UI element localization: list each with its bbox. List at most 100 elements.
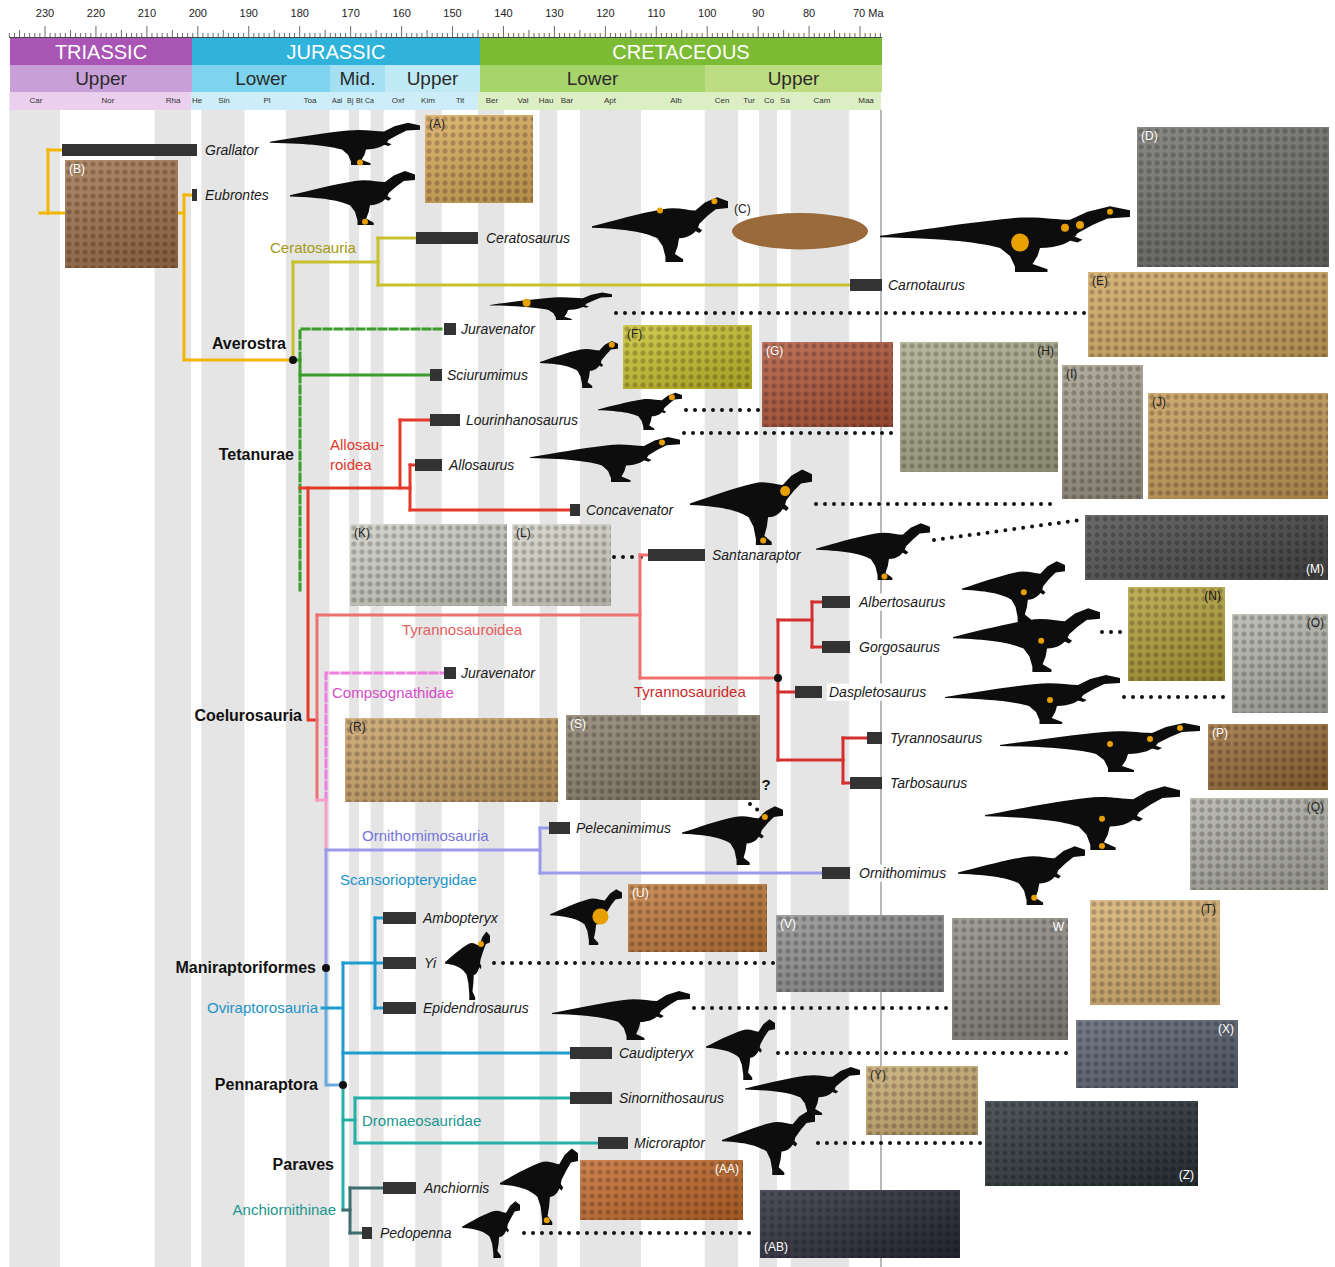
ruler-tick <box>508 33 509 37</box>
tree-branch <box>640 677 778 680</box>
panel-letter: (C) <box>734 203 751 217</box>
integument-mark <box>1038 638 1044 644</box>
ruler-tick <box>819 33 820 37</box>
panel-letter: (F) <box>627 328 642 342</box>
ruler-tick <box>70 30 71 37</box>
silhouette-body <box>985 786 1180 850</box>
ruler-tick <box>605 26 606 37</box>
dinosaur-silhouette <box>880 206 1130 272</box>
stage-stripes <box>9 92 881 1267</box>
tree-branch <box>355 1142 598 1145</box>
ruler-tick <box>854 33 855 37</box>
taxon-name: Lourinhanosaurus <box>466 412 578 429</box>
ruler-tick <box>661 33 662 37</box>
photo-panel: (P) <box>1208 724 1328 790</box>
ruler-tick <box>50 33 51 37</box>
tick-label: 230 <box>36 7 54 20</box>
ruler-tick <box>488 33 489 37</box>
ruler-tick <box>85 33 86 37</box>
taxon-name: Pelecanimimus <box>576 820 671 837</box>
photo-panel: (X) <box>1076 1020 1238 1088</box>
tree-branch <box>343 962 375 965</box>
ruler-tick <box>691 33 692 37</box>
taxon-name: Juravenator <box>461 321 535 338</box>
photo-panel: (C) <box>730 200 870 252</box>
silhouette-body <box>540 341 618 388</box>
panel-letter: W <box>1053 921 1064 935</box>
tree-branch <box>326 849 540 852</box>
ruler-tick <box>630 30 631 37</box>
dinosaur-silhouette <box>550 889 622 945</box>
clade-node-dot <box>339 1081 347 1089</box>
taxon-name: Ambopteryx <box>423 910 498 927</box>
tree-branch <box>778 619 812 622</box>
range-bar <box>822 641 850 653</box>
stage-strip <box>777 92 791 110</box>
silhouette-body <box>745 1067 860 1115</box>
stage-strip <box>580 92 642 110</box>
ruler-tick <box>182 33 183 37</box>
ruler-tick <box>416 33 417 37</box>
tree-branch <box>184 359 293 362</box>
silhouette-body <box>706 1019 775 1080</box>
ruler-tick <box>493 33 494 37</box>
ruler-tick <box>702 33 703 37</box>
ruler-tick <box>274 30 275 37</box>
panel-letter: (O) <box>1307 617 1324 631</box>
ruler-tick <box>381 33 382 37</box>
stage-strip <box>245 92 287 110</box>
integument-mark <box>1021 589 1027 595</box>
panel-letter: (Y) <box>870 1069 886 1083</box>
stage-label: Cam <box>814 96 831 106</box>
silhouette-body <box>552 991 690 1040</box>
ruler-tick <box>411 33 412 37</box>
tree-branch <box>299 375 302 590</box>
tick-label: 150 <box>443 7 461 20</box>
range-bar <box>850 279 882 291</box>
ruler-tick <box>248 26 249 37</box>
tree-branch <box>350 1187 383 1190</box>
taxon-name: Pedopenna <box>380 1225 452 1242</box>
ruler-tick <box>121 30 122 37</box>
clade-name: Compsognathidae <box>332 684 454 702</box>
ruler-tick <box>396 33 397 37</box>
ruler-tick <box>101 33 102 37</box>
ruler-tick <box>116 33 117 37</box>
period-band: JURASSIC <box>192 38 480 65</box>
ruler-tick <box>727 33 728 37</box>
stage-label: Alb <box>670 96 682 106</box>
range-bar <box>822 867 850 879</box>
dinosaur-silhouette <box>530 437 680 482</box>
ruler-tick <box>457 33 458 37</box>
ruler-tick <box>860 26 861 37</box>
stage-label: Tur <box>743 96 755 106</box>
stage-label: Maa <box>858 96 874 106</box>
ruler-tick <box>651 33 652 37</box>
photo-panel: (H) <box>900 342 1058 472</box>
tree-branch <box>399 420 402 488</box>
dinosaur-silhouette <box>490 293 612 320</box>
band-label: Upper <box>75 68 127 90</box>
photo-panel: (I) <box>1062 365 1143 499</box>
dinosaur-silhouette <box>706 1019 775 1080</box>
integument-mark <box>592 909 608 925</box>
ruler-tick <box>747 33 748 37</box>
clade-name: Tyrannosauridea <box>634 683 746 701</box>
tree-branch <box>322 1007 341 1010</box>
tree-branch <box>293 261 378 264</box>
ruler-tick <box>208 33 209 37</box>
ruler-tick <box>406 33 407 37</box>
epoch-band: Mid. <box>330 65 385 92</box>
stage-strip <box>759 92 777 110</box>
leader-dots <box>524 1231 758 1235</box>
panel-letter: (B) <box>69 163 85 177</box>
integument-mark <box>881 574 887 580</box>
taxon-name: Allosaurus <box>449 457 514 474</box>
ruler-tick <box>773 33 774 37</box>
panel-letter: (G) <box>766 345 783 359</box>
silhouette-body <box>1000 723 1200 772</box>
stage-label: Rha <box>166 96 181 106</box>
ruler-tick <box>712 33 713 37</box>
ruler-tick <box>498 33 499 37</box>
silhouette-body <box>530 437 680 482</box>
